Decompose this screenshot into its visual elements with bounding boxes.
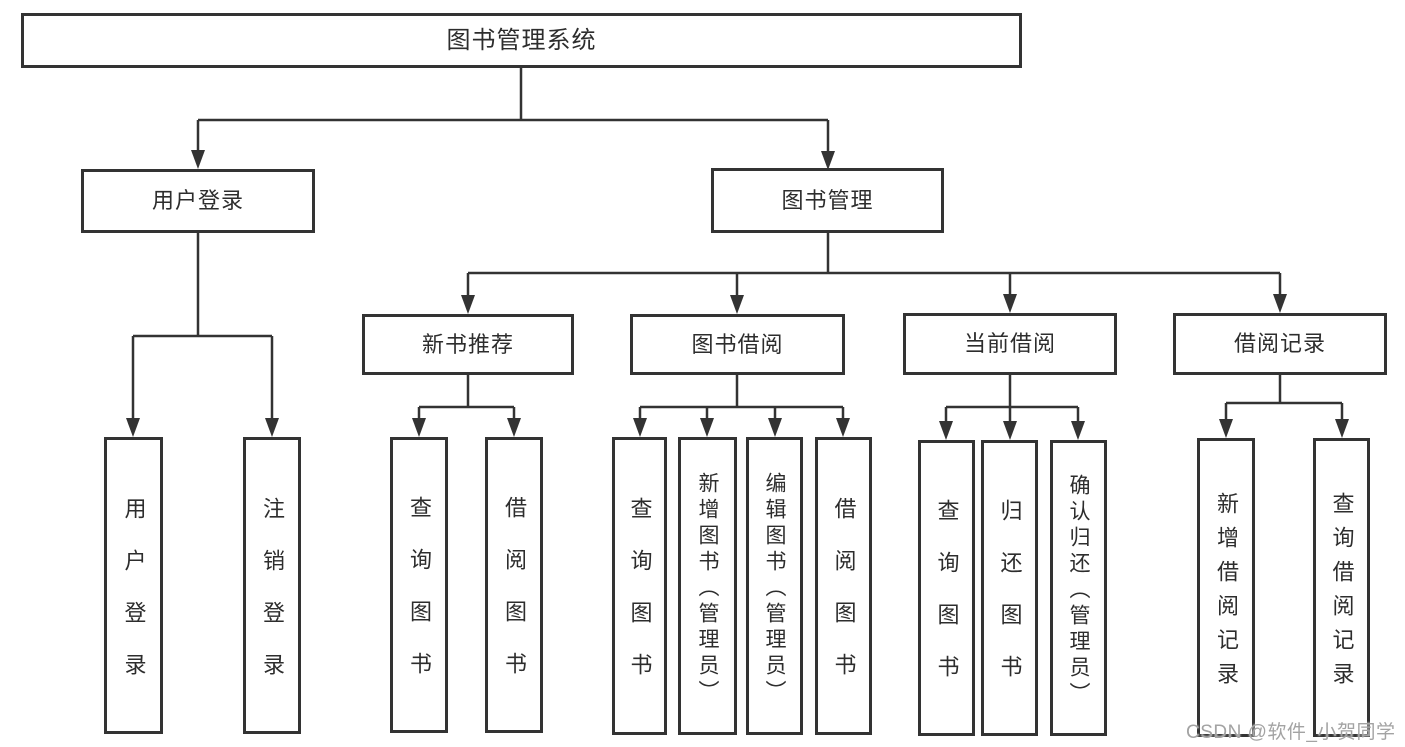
node-current-borrow: 当前借阅 [903, 313, 1117, 375]
leaf-user-login: 用户登录 [104, 437, 163, 734]
leaf-borrow-books-recommend-label: 借阅图书 [502, 496, 527, 704]
node-user-login: 用户登录 [81, 169, 315, 233]
leaf-return-books-label: 归还图书 [997, 499, 1023, 707]
leaf-confirm-return-admin: 确认归还（管理员） [1050, 440, 1107, 736]
node-new-book-recommend: 新书推荐 [362, 314, 574, 375]
leaf-add-books-admin: 新增图书（管理员） [678, 437, 737, 735]
leaf-query-books-current: 查询图书 [918, 440, 975, 736]
node-borrow-records: 借阅记录 [1173, 313, 1387, 375]
leaf-query-borrow-record: 查询借阅记录 [1313, 438, 1370, 737]
leaf-query-books-recommend: 查询图书 [390, 437, 448, 733]
leaf-confirm-return-admin-label: 确认归还（管理员） [1067, 473, 1090, 708]
leaf-edit-books-admin: 编辑图书（管理员） [746, 437, 803, 735]
leaf-query-books-recommend-label: 查询图书 [407, 496, 432, 704]
leaf-return-books: 归还图书 [981, 440, 1038, 736]
leaf-logout: 注销登录 [243, 437, 301, 734]
leaf-borrow-books-recommend: 借阅图书 [485, 437, 543, 733]
leaf-add-borrow-record-label: 新增借阅记录 [1214, 491, 1239, 696]
node-book-management: 图书管理 [711, 168, 944, 233]
leaf-query-books-borrow: 查询图书 [612, 437, 667, 735]
tree-edges [131, 68, 1344, 423]
node-book-borrow: 图书借阅 [630, 314, 845, 375]
leaf-query-books-borrow-label: 查询图书 [627, 497, 653, 705]
leaf-borrow-books: 借阅图书 [815, 437, 872, 735]
leaf-query-borrow-record-label: 查询借阅记录 [1329, 491, 1355, 696]
node-library-management-system: 图书管理系统 [21, 13, 1022, 68]
leaf-edit-books-admin-label: 编辑图书（管理员） [763, 471, 786, 706]
arrowheads [126, 150, 1349, 440]
leaf-query-books-current-label: 查询图书 [934, 499, 960, 707]
leaf-add-books-admin-label: 新增图书（管理员） [696, 471, 719, 706]
leaf-user-login-label: 用户登录 [121, 496, 147, 705]
csdn-watermark: CSDN @软件_小贺同学 [1186, 722, 1396, 743]
leaf-add-borrow-record: 新增借阅记录 [1197, 438, 1255, 737]
leaf-logout-label: 注销登录 [260, 496, 285, 705]
leaf-borrow-books-label: 借阅图书 [831, 497, 857, 705]
